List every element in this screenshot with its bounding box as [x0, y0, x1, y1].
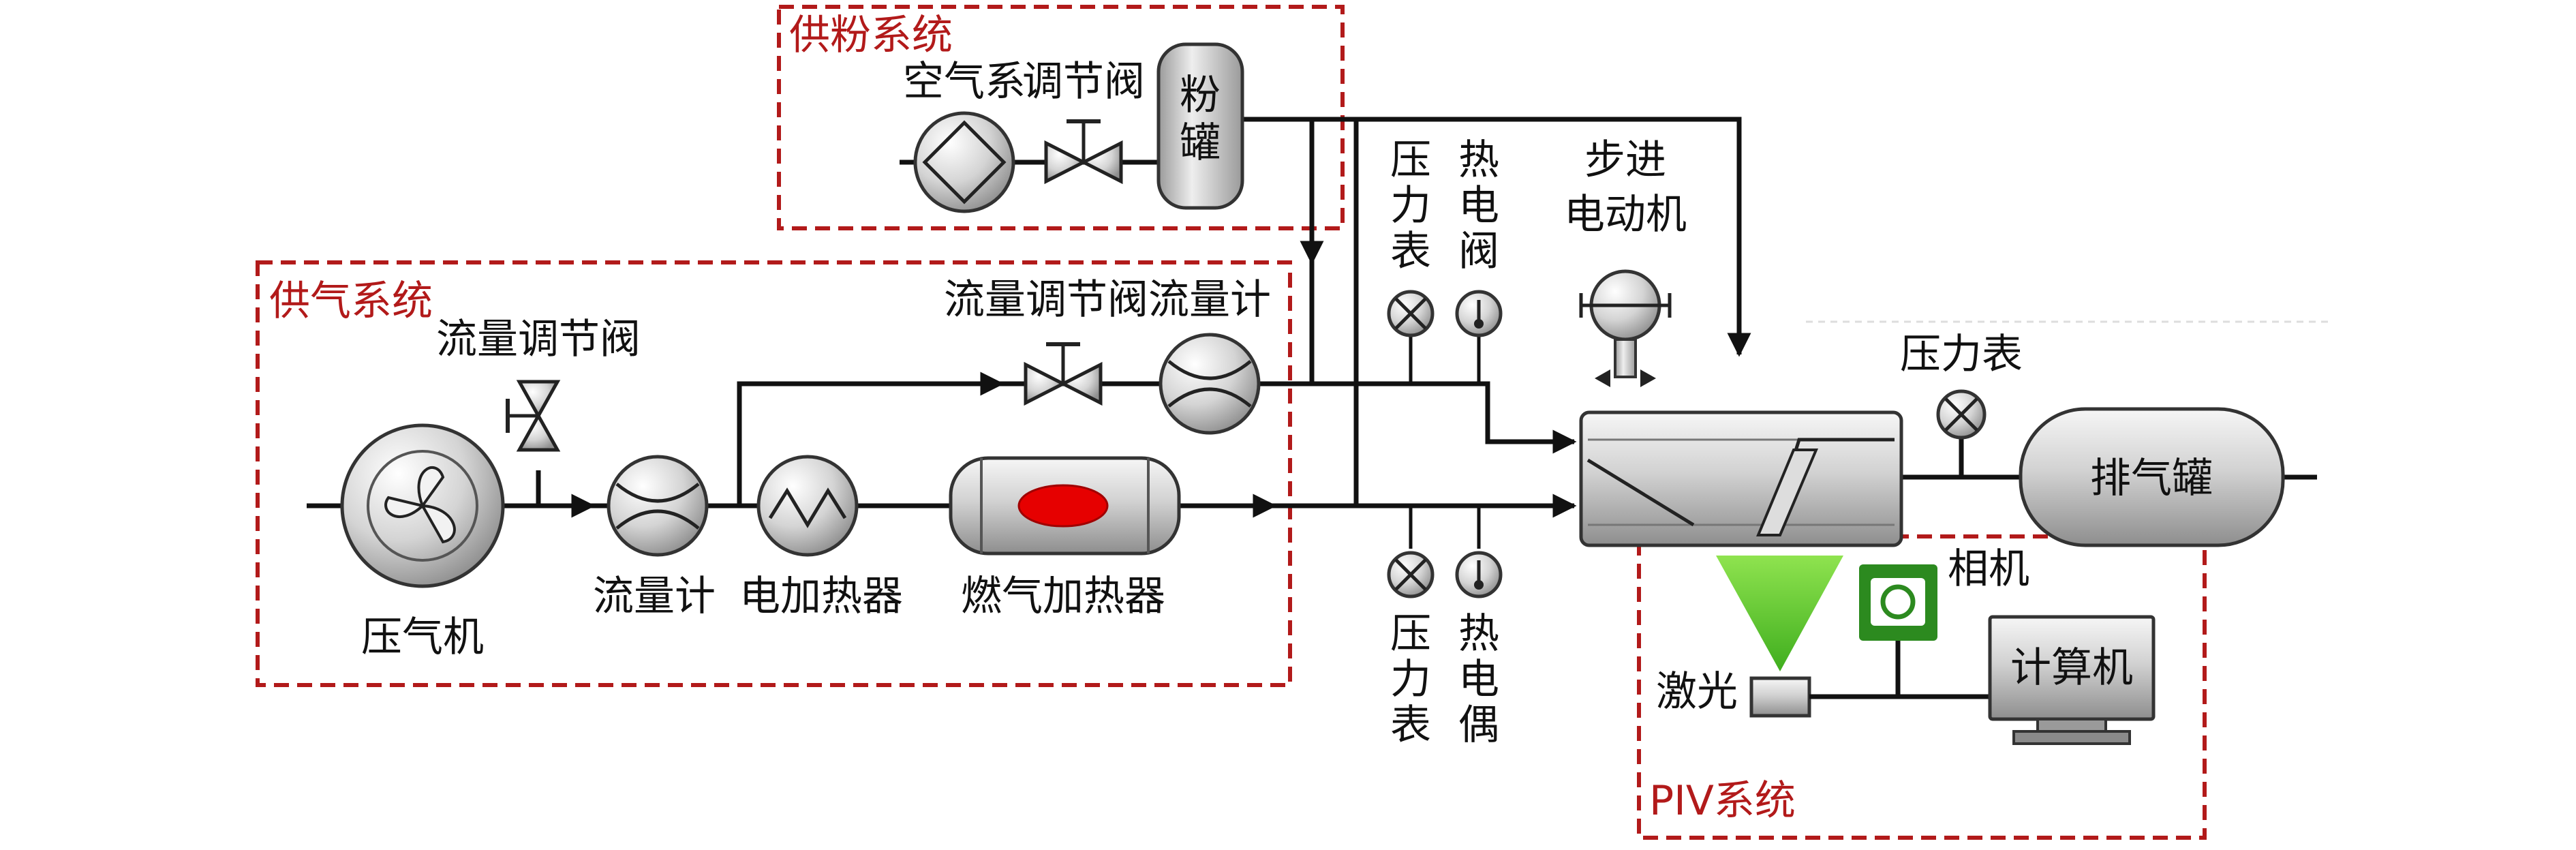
stepper-motor-label: 电动机	[1564, 191, 1687, 239]
exhaust-tank: 排气罐	[2019, 407, 2285, 547]
camera-label: 相机	[1948, 545, 2029, 593]
flow-regulating-valve-2: 流量调节阀	[944, 276, 1148, 406]
powder-tank-label: 粉	[1180, 72, 1221, 119]
exhaust-tank-icon	[2019, 407, 2285, 547]
pressure-gauge-bottom-label: 压	[1390, 610, 1431, 658]
powder-system-label: 供粉系统	[789, 12, 953, 59]
electric-heater-icon	[756, 455, 859, 557]
piv-devices: 激光 相机 计算机	[1656, 545, 2156, 745]
valve-icon	[1044, 140, 1088, 185]
gas-system-box	[256, 260, 1292, 687]
flow-regulating-valve-1: 流量调节阀	[436, 316, 641, 452]
thermo-valve: 热 电 阀	[1455, 136, 1503, 337]
flow-meter-icon	[607, 455, 709, 557]
pressure-gauge-top-label: 力	[1390, 182, 1431, 230]
piv-system-label: PIV系统	[1649, 777, 1796, 825]
pressure-gauge-top-label: 压	[1390, 136, 1431, 184]
piv-system-box	[1637, 534, 2207, 840]
powder-pipe	[1242, 117, 1742, 348]
thermocouple-label: 热	[1458, 610, 1499, 658]
air-system-unit: 空气系	[903, 58, 1026, 213]
exhaust-tank-label: 排气罐	[2090, 455, 2213, 502]
flame-icon	[1017, 484, 1109, 528]
flow-meter-label: 流量计	[593, 573, 716, 620]
pressure-gauge-bottom-label: 表	[1390, 701, 1431, 749]
gas-heater-label: 燃气加热器	[961, 573, 1165, 620]
baffle	[1756, 449, 1819, 536]
stepper-motor-label: 步进	[1584, 136, 1666, 184]
flow-meter-icon	[1159, 333, 1261, 435]
powder-tank-label: 罐	[1180, 119, 1221, 167]
test-section	[1579, 410, 1903, 547]
pressure-gauge-top-label: 表	[1390, 228, 1431, 275]
regulating-valve-unit: 调节阀	[1022, 58, 1145, 185]
electric-heater-label: 电加热器	[739, 573, 903, 620]
pressure-gauge-bottom: 压 力 表	[1387, 551, 1435, 749]
thermocouple: 热 电 偶	[1455, 551, 1503, 749]
valve-icon	[1024, 361, 1067, 406]
thermo-valve-label: 电	[1458, 182, 1499, 230]
compressor: 压气机	[340, 423, 505, 661]
gas-heater: 燃气加热器	[949, 456, 1181, 620]
computer-label: 计算机	[2010, 644, 2133, 692]
compressor-label: 压气机	[361, 613, 484, 661]
thermo-valve-label: 阀	[1458, 228, 1499, 275]
electric-heater: 电加热器	[739, 455, 903, 620]
gas-system-label: 供气系统	[269, 277, 433, 325]
pressure-gauge-bottom-label: 力	[1390, 656, 1431, 703]
air-system-icon	[913, 111, 1015, 213]
stepper-motor: 步进 电动机	[1564, 136, 1687, 387]
laser-sheet	[1716, 556, 1843, 671]
flow-meter: 流量计	[593, 455, 716, 620]
air-system-label: 空气系	[903, 58, 1026, 106]
motor-shaft	[1614, 338, 1637, 378]
laser-label: 激光	[1656, 668, 1738, 716]
laser-icon	[1749, 676, 1811, 718]
pressure-gauge-right-label: 压力表	[1900, 331, 2023, 378]
regulating-valve-label: 调节阀	[1022, 58, 1145, 106]
flow-meter-top: 流量计	[1148, 276, 1271, 435]
pressure-gauge-top: 压 力 表	[1387, 136, 1435, 337]
powder-tank: 粉 罐	[1156, 42, 1244, 210]
powder-tank-icon	[1156, 42, 1244, 210]
thermocouple-label: 电	[1458, 656, 1499, 703]
pressure-gauge-right: 压力表	[1900, 331, 2023, 440]
flow-regulating-valve-label: 流量调节阀	[436, 316, 641, 363]
flow-meter-label: 流量计	[1148, 276, 1271, 324]
valve-icon	[516, 380, 561, 420]
thermo-valve-label: 热	[1458, 136, 1499, 184]
flow-regulating-valve-label: 流量调节阀	[944, 276, 1148, 324]
thermocouple-label: 偶	[1458, 701, 1499, 749]
test-section-body	[1579, 410, 1903, 547]
